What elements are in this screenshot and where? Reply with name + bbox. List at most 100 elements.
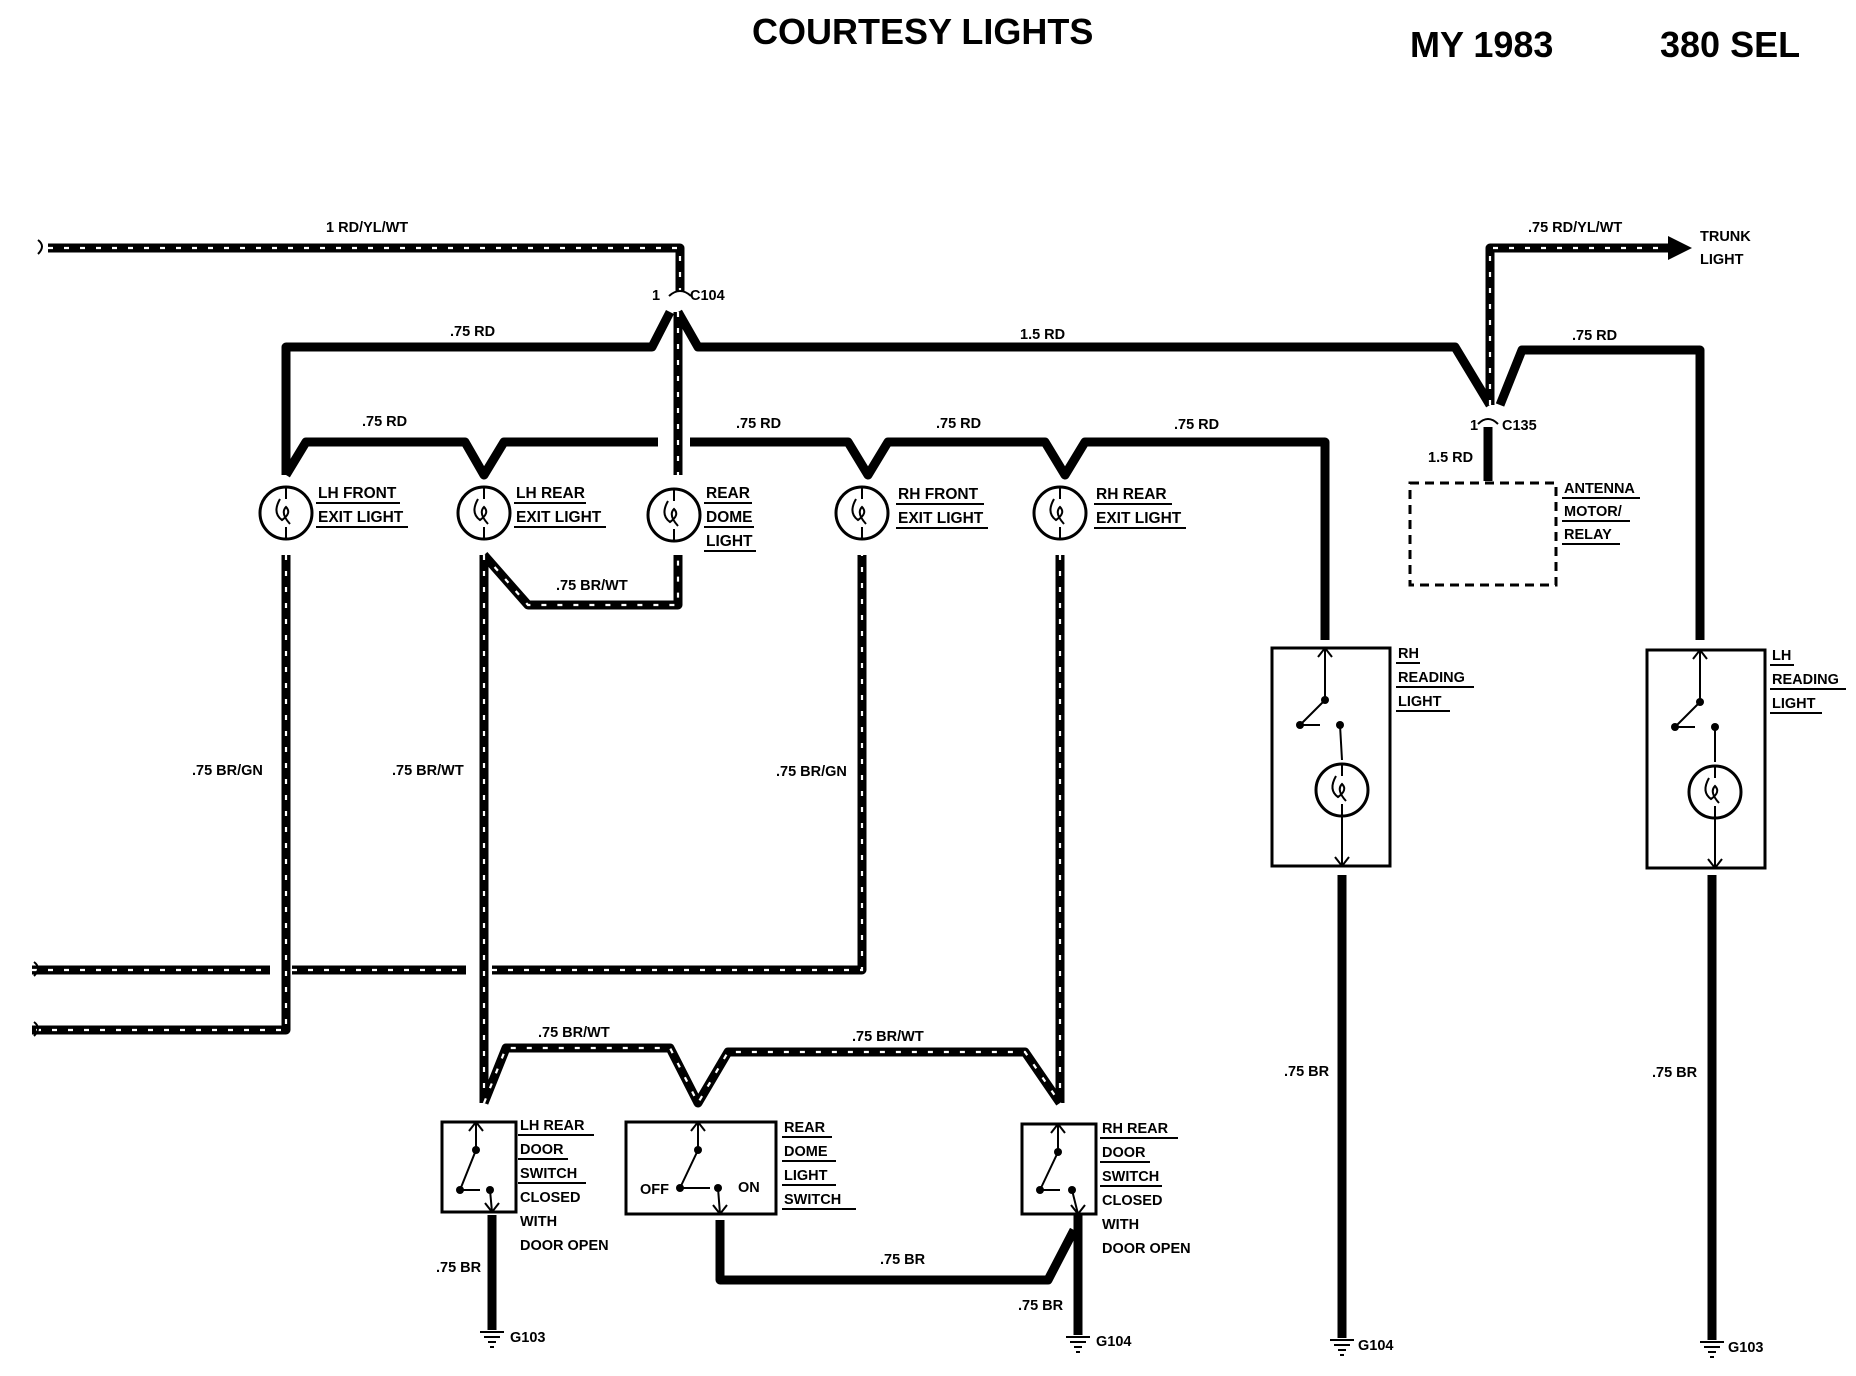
svg-text:TRUNK: TRUNK — [1700, 229, 1751, 245]
ground-g103-left: G103 — [510, 1330, 545, 1346]
wire-dome-switch-ground — [715, 1220, 1078, 1285]
wire-rh-front-return — [492, 555, 867, 975]
trunk-arrow-icon — [1668, 236, 1692, 260]
wire-label: .75 BR/GN — [776, 764, 847, 780]
svg-text:REAR: REAR — [706, 485, 750, 502]
wire-label: .75 BR/WT — [556, 578, 628, 594]
ground-icon — [1700, 1341, 1724, 1358]
svg-text:DOME: DOME — [784, 1144, 828, 1160]
svg-text:LH REAR: LH REAR — [516, 485, 585, 502]
svg-text:MOTOR/: MOTOR/ — [1564, 504, 1622, 520]
antenna-relay-box — [1408, 481, 1558, 587]
ground-g104-mid: G104 — [1096, 1334, 1131, 1350]
wire-rh-feed — [690, 437, 1330, 640]
lh-reading-light — [1645, 648, 1767, 870]
label-rh-reading: RH READING LIGHT — [1396, 646, 1474, 712]
svg-text:RH REAR: RH REAR — [1102, 1121, 1169, 1137]
svg-text:READING: READING — [1398, 670, 1465, 686]
svg-text:RH REAR: RH REAR — [1096, 486, 1167, 503]
label-rh-rear-door-switch: RH REAR DOOR SWITCH CLOSED WITH DOOR OPE… — [1100, 1121, 1191, 1257]
wire-lh-front-return — [32, 555, 291, 1035]
svg-text:DOOR OPEN: DOOR OPEN — [1102, 1241, 1191, 1257]
svg-text:LIGHT: LIGHT — [1772, 696, 1816, 712]
wire-label: .75 BR/GN — [192, 763, 263, 779]
label-lh-front-exit: LH FRONT EXIT LIGHT — [316, 485, 408, 528]
label-lh-reading: LH READING LIGHT — [1770, 648, 1846, 714]
connector-c104: 1 C104 — [652, 288, 725, 304]
ground-wires — [487, 875, 1717, 1340]
wire-lh-front-feed — [282, 437, 658, 480]
ground-g104-right: G104 — [1358, 1338, 1393, 1354]
svg-text:DOOR: DOOR — [520, 1142, 564, 1158]
wire-label: .75 RD — [1174, 417, 1219, 433]
label-rear-dome: REAR DOME LIGHT — [704, 485, 756, 552]
svg-text:LIGHT: LIGHT — [1398, 694, 1442, 710]
svg-text:1: 1 — [1470, 418, 1478, 434]
svg-text:1: 1 — [652, 288, 660, 304]
wire-feed-top — [48, 243, 685, 292]
svg-text:SWITCH: SWITCH — [784, 1192, 841, 1208]
svg-text:LIGHT: LIGHT — [784, 1168, 828, 1184]
svg-text:READING: READING — [1772, 672, 1839, 688]
svg-text:DOME: DOME — [706, 509, 753, 526]
svg-text:EXIT LIGHT: EXIT LIGHT — [516, 509, 602, 526]
wire-end-left-low — [33, 1021, 39, 1037]
model-year: MY 1983 — [1410, 24, 1553, 65]
wire-label: .75 RD — [1572, 328, 1617, 344]
wire-label: .75 BR — [1284, 1064, 1330, 1080]
power-wires — [281, 309, 1705, 640]
model-name: 380 SEL — [1660, 24, 1800, 65]
label-trunk-light: TRUNK LIGHT — [1700, 229, 1751, 268]
rear-dome-light — [646, 487, 702, 543]
rh-reading-light — [1270, 646, 1392, 868]
wire-label: .75 RD — [450, 324, 495, 340]
lh-rear-door-switch — [440, 1120, 518, 1214]
svg-text:LIGHT: LIGHT — [706, 533, 753, 550]
ground-icon — [1066, 1336, 1090, 1353]
wire-label: .75 RD — [362, 414, 407, 430]
wire-switch-links — [479, 1043, 1064, 1108]
wire-label: .75 RD — [936, 416, 981, 432]
wire-label: .75 BR — [880, 1252, 926, 1268]
svg-text:SWITCH: SWITCH — [520, 1166, 577, 1182]
label-lh-rear-door-switch: LH REAR DOOR SWITCH CLOSED WITH DOOR OPE… — [518, 1118, 609, 1254]
rh-front-exit-light — [834, 485, 890, 541]
wire-trunk-feed — [1485, 243, 1668, 405]
svg-text:RH: RH — [1398, 646, 1419, 662]
wire-label: .75 RD — [736, 416, 781, 432]
label-rh-front-exit: RH FRONT EXIT LIGHT — [896, 486, 988, 529]
svg-text:LH FRONT: LH FRONT — [318, 485, 397, 502]
wire-end-left-mid — [33, 961, 39, 977]
label-lh-rear-exit: LH REAR EXIT LIGHT — [514, 485, 606, 528]
wire-lh-reading-feed — [1495, 345, 1705, 640]
wire-label: 1 RD/YL/WT — [326, 220, 408, 236]
wire-label: .75 RD/YL/WT — [1528, 220, 1622, 236]
striped-wires — [32, 243, 1668, 1108]
rh-rear-exit-light — [1032, 485, 1088, 541]
switch-on-label: ON — [738, 1180, 760, 1196]
wire-main-bus — [674, 309, 1494, 408]
svg-text:LIGHT: LIGHT — [1700, 252, 1744, 268]
svg-text:RH FRONT: RH FRONT — [898, 486, 979, 503]
ground-icon — [480, 1331, 504, 1348]
svg-text:REAR: REAR — [784, 1120, 826, 1136]
ground-symbols: G103 G104 G104 G103 — [480, 1330, 1763, 1358]
svg-text:ANTENNA: ANTENNA — [1564, 481, 1635, 497]
svg-text:SWITCH: SWITCH — [1102, 1169, 1159, 1185]
wire-label: .75 BR/WT — [392, 763, 464, 779]
wire-label: .75 BR — [436, 1260, 482, 1276]
rear-dome-light-switch: OFF ON — [624, 1120, 778, 1216]
svg-text:C135: C135 — [1502, 418, 1537, 434]
svg-text:EXIT LIGHT: EXIT LIGHT — [898, 510, 984, 527]
svg-text:WITH: WITH — [1102, 1217, 1139, 1233]
svg-text:LH REAR: LH REAR — [520, 1118, 585, 1134]
label-rear-dome-switch: REAR DOME LIGHT SWITCH — [782, 1120, 856, 1210]
svg-text:RELAY: RELAY — [1564, 527, 1612, 543]
svg-text:CLOSED: CLOSED — [1102, 1193, 1162, 1209]
wire-lh-branch — [281, 309, 675, 475]
wire-labels: 1 RD/YL/WT .75 RD/YL/WT .75 RD 1.5 RD .7… — [192, 220, 1698, 1314]
wire-label: 1.5 RD — [1428, 450, 1473, 466]
rh-rear-door-switch — [1020, 1122, 1098, 1216]
wire-end-arrows — [33, 236, 1692, 1037]
